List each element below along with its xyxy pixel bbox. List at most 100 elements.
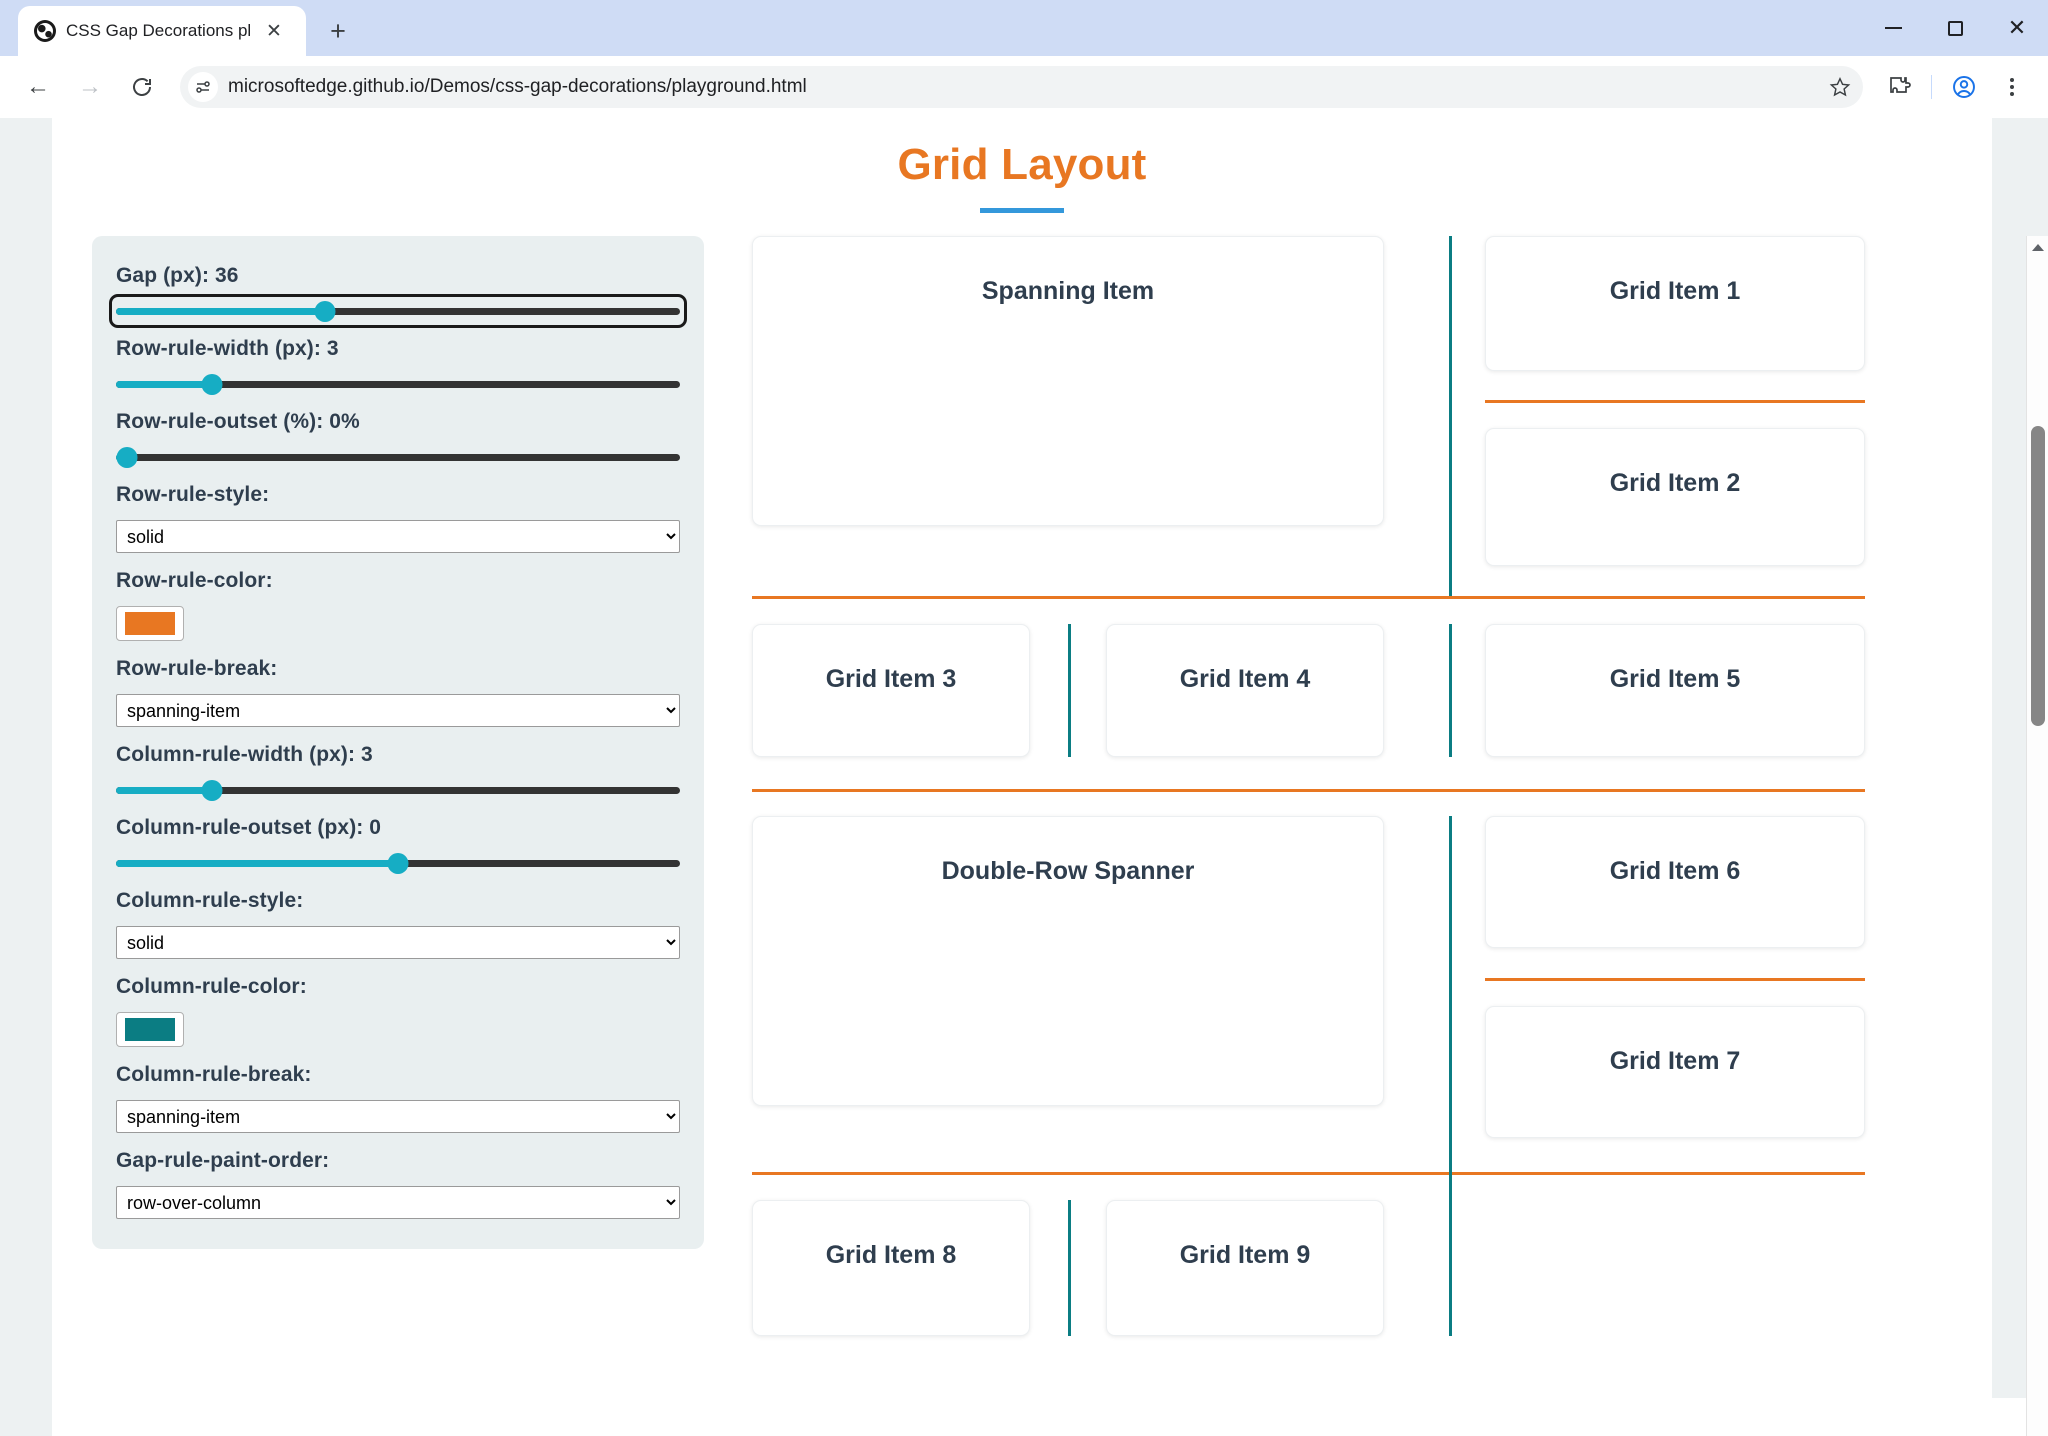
control-label-row-rule-outset: Row-rule-outset (%): 0% xyxy=(116,410,360,433)
toolbar-divider xyxy=(1931,75,1932,99)
site-info-icon[interactable] xyxy=(188,72,218,102)
row-rule-4 xyxy=(1485,978,1865,981)
close-window-button[interactable]: ✕ xyxy=(1986,0,2048,56)
slider-fill xyxy=(116,308,325,315)
forward-button[interactable]: → xyxy=(78,73,102,100)
grid-demo: Spanning Item Grid Item 1 Grid Item 2 Grid … xyxy=(752,236,1904,1361)
control-label-gap: Gap (px): 36 xyxy=(116,264,239,287)
select-row-rule-break[interactable]: nonespanning-itemintersection xyxy=(116,694,680,727)
slider-track xyxy=(116,308,680,315)
control-label-column-rule-color: Column-rule-color: xyxy=(116,975,307,998)
control-label-column-rule-width: Column-rule-width (px): 3 xyxy=(116,743,373,766)
back-button[interactable]: ← xyxy=(26,73,50,100)
row-rule-3 xyxy=(752,789,1865,792)
slider-row-rule-outset[interactable] xyxy=(116,447,680,468)
controls-panel: Gap (px): 36 Row-rule-width (px): 3 Row-ru… xyxy=(92,236,704,1249)
slider-thumb[interactable] xyxy=(116,447,138,468)
more-menu-icon[interactable] xyxy=(1990,65,2034,109)
browser-toolbar: ← → microsoftedge.github.io/Demos/css-ga… xyxy=(0,56,2048,118)
control-row-rule-break: Row-rule-break: nonespanning-itemintersec… xyxy=(116,657,680,727)
column-rule-1 xyxy=(1449,236,1452,596)
control-gap-rule-paint-order: Gap-rule-paint-order: row-over-columncolu… xyxy=(116,1149,680,1219)
maximize-button[interactable] xyxy=(1924,0,1986,56)
slider-thumb[interactable] xyxy=(387,853,409,874)
title-underline xyxy=(980,208,1064,213)
tab-close-icon[interactable]: ✕ xyxy=(266,20,282,42)
minimize-button[interactable] xyxy=(1862,0,1924,56)
minimize-icon xyxy=(1884,27,1902,29)
spanning-item-label: Spanning Item xyxy=(981,277,1155,305)
viewport-left-edge xyxy=(0,236,52,1436)
slider-column-rule-width[interactable] xyxy=(116,780,680,801)
grid-item-3: Grid Item 3 xyxy=(752,624,1030,757)
control-label-row-rule-color: Row-rule-color: xyxy=(116,569,273,592)
slider-gap[interactable] xyxy=(109,294,687,328)
reload-button[interactable] xyxy=(118,63,166,111)
grid-item-5-label: Grid Item 5 xyxy=(1609,665,1741,693)
select-column-rule-break[interactable]: nonespanning-itemintersection xyxy=(116,1100,680,1133)
grid-item-9: Grid Item 9 xyxy=(1106,1200,1384,1336)
slider-row-rule-width[interactable] xyxy=(116,374,680,395)
grid-item-9-label: Grid Item 9 xyxy=(1179,1241,1311,1269)
slider-track xyxy=(116,454,680,461)
scroll-up-arrow-icon[interactable] xyxy=(2027,236,2048,258)
page-bottom-strip xyxy=(52,1398,2026,1436)
control-gap: Gap (px): 36 xyxy=(109,264,687,328)
star-icon[interactable] xyxy=(1825,72,1855,102)
grid-item-6-label: Grid Item 6 xyxy=(1609,857,1741,885)
control-column-rule-style: Column-rule-style:nonesoliddasheddottedd… xyxy=(116,889,680,959)
row-rule-1 xyxy=(1485,400,1865,403)
grid-item-5: Grid Item 5 xyxy=(1485,624,1865,757)
profile-icon[interactable] xyxy=(1942,65,1986,109)
control-column-rule-width: Column-rule-width (px): 3 xyxy=(116,743,680,801)
slider-thumb[interactable] xyxy=(314,301,336,322)
address-bar[interactable]: microsoftedge.github.io/Demos/css-gap-de… xyxy=(180,66,1863,108)
new-tab-button[interactable]: + xyxy=(330,15,346,46)
extensions-icon[interactable] xyxy=(1877,65,1921,109)
scrollbar-thumb[interactable] xyxy=(2031,426,2045,726)
browser-tab[interactable]: CSS Gap Decorations playground ✕ xyxy=(18,6,306,56)
control-row-rule-style: Row-rule-style: nonesoliddasheddotteddoub… xyxy=(116,483,680,553)
globe-icon xyxy=(34,20,56,42)
grid-item-1: Grid Item 1 xyxy=(1485,236,1865,371)
column-rule-3 xyxy=(1449,624,1452,757)
grid-item-7: Grid Item 7 xyxy=(1485,1006,1865,1138)
select-column-rule-style[interactable]: nonesoliddasheddotteddoublegrooveridgein… xyxy=(116,926,680,959)
control-column-rule-color: Column-rule-color: xyxy=(116,975,680,1047)
double-row-spanner: Double-Row Spanner xyxy=(752,816,1384,1106)
tab-title: CSS Gap Decorations playground xyxy=(66,21,252,40)
grid-item-7-label: Grid Item 7 xyxy=(1609,1047,1741,1075)
maximize-icon xyxy=(1947,20,1963,36)
grid-item-4-label: Grid Item 4 xyxy=(1179,665,1311,693)
control-label-gap-rule-paint-order: Gap-rule-paint-order: xyxy=(116,1149,330,1172)
slider-thumb[interactable] xyxy=(201,780,223,801)
slider-thumb[interactable] xyxy=(201,374,223,395)
color-swatch-fill xyxy=(125,1018,175,1041)
control-label-row-rule-break: Row-rule-break: xyxy=(116,657,278,680)
grid-item-2: Grid Item 2 xyxy=(1485,428,1865,566)
color-picker-column-rule-color[interactable] xyxy=(116,1012,184,1047)
slider-column-rule-outset[interactable] xyxy=(116,853,680,874)
color-picker-row-rule-color[interactable] xyxy=(116,606,184,641)
slider-fill xyxy=(116,860,398,867)
control-label-row-rule-style: Row-rule-style: xyxy=(116,483,270,506)
grid-item-6: Grid Item 6 xyxy=(1485,816,1865,948)
control-label-row-rule-width: Row-rule-width (px): 3 xyxy=(116,337,339,360)
grid-item-2-label: Grid Item 2 xyxy=(1609,469,1741,497)
select-row-rule-style[interactable]: nonesoliddasheddotteddoublegrooveridgein… xyxy=(116,520,680,553)
select-gap-rule-paint-order[interactable]: row-over-columncolumn-over-row xyxy=(116,1186,680,1219)
control-row-rule-outset: Row-rule-outset (%): 0% xyxy=(116,410,680,468)
slider-track xyxy=(116,381,680,388)
slider-fill xyxy=(116,787,212,794)
window-controls: ✕ xyxy=(1862,0,2048,56)
grid-item-8: Grid Item 8 xyxy=(752,1200,1030,1336)
close-icon: ✕ xyxy=(2007,15,2027,40)
reload-icon xyxy=(133,78,151,96)
row-rule-2 xyxy=(752,596,1865,599)
browser-titlebar: CSS Gap Decorations playground ✕ + ✕ xyxy=(0,0,2048,56)
column-rule-5 xyxy=(1068,1200,1071,1336)
control-row-rule-color: Row-rule-color: xyxy=(116,569,680,641)
page-scrollbar[interactable] xyxy=(2026,236,2048,1436)
